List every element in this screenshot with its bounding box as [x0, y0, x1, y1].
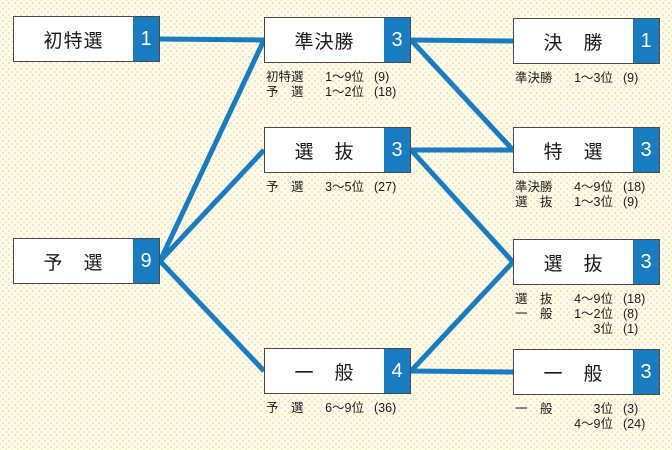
node-count-tab: 1	[633, 19, 659, 63]
node-count-tab: 3	[633, 350, 659, 394]
connector-line-yosen-to-senbatsu-mid	[158, 148, 266, 263]
sublabel-line: 予 選 3～5位 (27)	[266, 180, 396, 195]
node-label: 選 抜	[543, 253, 604, 275]
sub-num: (9)	[374, 70, 390, 84]
sub-num: (18)	[623, 292, 646, 306]
node-count-tab: 3	[384, 128, 410, 172]
sub-name: 予 選	[266, 85, 304, 99]
sub-num: (36)	[374, 401, 397, 415]
node-sublabels-kessho: 準決勝 1～3位 (9)	[515, 71, 638, 86]
connector-line-yosen-to-ippan-mid	[158, 259, 266, 373]
sub-num: (8)	[623, 307, 639, 321]
sublabel-line: 4～9位 (24)	[515, 417, 645, 432]
sub-rank: 3位	[593, 322, 613, 336]
node-box-ippan-right: 一 般 3	[513, 349, 660, 395]
sub-name: 準決勝	[515, 180, 553, 194]
node-box-ippan-mid: 一 般 4	[264, 348, 411, 394]
node-box-kessho: 決 勝 1	[513, 18, 660, 64]
sub-name	[515, 322, 563, 337]
sub-rank: 1～2位	[574, 307, 613, 321]
sub-rank: 4～9位	[574, 292, 613, 306]
sub-rank: 3位	[593, 402, 613, 416]
sub-name: 選 抜	[515, 195, 553, 209]
sub-rank: 4～9位	[574, 180, 613, 194]
sub-rank: 6～9位	[325, 401, 364, 415]
sub-num: (18)	[623, 180, 646, 194]
sub-rank: 1～9位	[325, 70, 364, 84]
sub-name: 予 選	[266, 180, 304, 194]
sub-name	[515, 417, 563, 432]
node-label: 決 勝	[543, 32, 604, 54]
node-label: 選 抜	[294, 141, 355, 163]
node-sublabels-tokusen: 準決勝 4～9位 (18) 選 抜 1～3位 (9)	[515, 180, 645, 210]
sublabel-line: 一 般 1～2位 (8)	[515, 307, 645, 322]
sublabel-line: 一 般 3位 (3)	[515, 402, 645, 417]
sub-rank: 3～5位	[325, 180, 364, 194]
node-label: 準決勝	[294, 31, 355, 53]
sublabel-line: 初特選 1～9位 (9)	[266, 70, 396, 85]
connector-line-ippan-mid-to-senbatsu-right	[409, 260, 515, 373]
sub-num: (24)	[623, 417, 646, 431]
sub-num: (9)	[623, 195, 639, 209]
connector-line-junkessho-to-tokusen	[409, 38, 515, 152]
node-count-tab: 3	[633, 240, 659, 284]
connector-line-ippan-mid-to-ippan-right	[410, 368, 514, 375]
node-label: 一 般	[294, 362, 355, 384]
node-sublabels-ippan-mid: 予 選 6～9位 (36)	[266, 401, 396, 416]
node-count-tab: 9	[133, 239, 159, 283]
sub-name: 一 般	[515, 307, 553, 321]
sub-name: 予 選	[266, 401, 304, 415]
node-box-junkessho: 準決勝 3	[264, 17, 411, 63]
sublabel-line: 予 選 6～9位 (36)	[266, 401, 396, 416]
node-sublabels-senbatsu-mid: 予 選 3～5位 (27)	[266, 180, 396, 195]
node-box-senbatsu-right: 選 抜 3	[513, 239, 660, 285]
node-sublabels-senbatsu-right: 選 抜 4～9位 (18) 一 般 1～2位 (8) 3位 (1)	[515, 292, 645, 337]
sub-rank: 1～2位	[325, 85, 364, 99]
node-box-shotokusen: 初特選 1	[13, 16, 160, 62]
sub-rank: 1～3位	[574, 71, 613, 85]
sublabel-line: 選 抜 4～9位 (18)	[515, 292, 645, 307]
sub-num: (3)	[623, 402, 639, 416]
sub-num: (27)	[374, 180, 397, 194]
node-count-tab: 3	[633, 128, 659, 172]
sub-name: 一 般	[515, 402, 553, 416]
sublabel-line: 準決勝 4～9位 (18)	[515, 180, 645, 195]
node-label: 初特選	[43, 30, 104, 52]
sub-name: 準決勝	[515, 71, 553, 85]
sublabel-line: 準決勝 1～3位 (9)	[515, 71, 638, 86]
connector-line-shotokusen-to-junkessho	[159, 36, 265, 43]
node-box-yosen: 予 選 9	[13, 238, 160, 284]
node-sublabels-junkessho: 初特選 1～9位 (9) 予 選 1～2位 (18)	[266, 70, 396, 100]
sub-name: 選 抜	[515, 292, 553, 306]
sub-num: (9)	[623, 71, 639, 85]
sublabel-line: 3位 (1)	[515, 322, 645, 337]
node-box-senbatsu-mid: 選 抜 3	[264, 127, 411, 173]
node-count-tab: 3	[384, 18, 410, 62]
node-label: 特 選	[543, 141, 604, 163]
sub-rank: 1～3位	[574, 195, 613, 209]
sublabel-line: 選 抜 1～3位 (9)	[515, 195, 645, 210]
node-sublabels-ippan-right: 一 般 3位 (3) 4～9位 (24)	[515, 402, 645, 432]
node-box-tokusen: 特 選 3	[513, 127, 660, 173]
sub-name: 初特選	[266, 70, 304, 84]
sub-rank: 4～9位	[574, 417, 613, 431]
node-label: 一 般	[543, 363, 604, 385]
connector-line-senbatsu-mid-to-senbatsu-right	[409, 148, 515, 264]
node-count-tab: 4	[384, 349, 410, 393]
connector-line-yosen-to-junkessho	[157, 38, 267, 263]
sublabel-line: 予 選 1～2位 (18)	[266, 85, 396, 100]
node-label: 予 選	[43, 252, 104, 274]
sub-num: (18)	[374, 85, 397, 99]
node-count-tab: 1	[133, 17, 159, 61]
connector-line-junkessho-to-kessho	[410, 37, 514, 44]
sub-num: (1)	[623, 322, 639, 336]
